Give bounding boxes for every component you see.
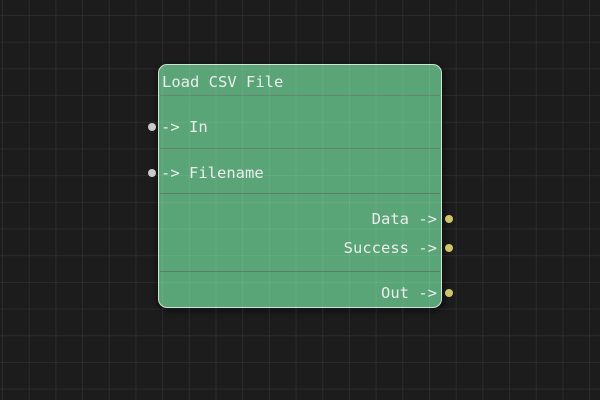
node-load-csv-file[interactable]: Load CSV File -> In -> Filename Data -> … [148,64,453,308]
output-label-success: Success -> [343,239,437,257]
input-port-in-icon[interactable] [148,123,156,131]
node-title: Load CSV File [162,73,284,91]
output-port-data-icon[interactable] [445,215,453,223]
separator-after-in [160,148,440,149]
output-port-success-icon[interactable] [445,244,453,252]
output-port-out-icon[interactable] [445,289,453,297]
separator-after-success [160,271,440,272]
input-label-in: -> In [161,118,208,136]
title-separator [160,95,440,96]
input-port-filename-icon[interactable] [148,169,156,177]
output-label-data: Data -> [371,210,437,228]
separator-after-filename [160,193,440,194]
output-label-out: Out -> [381,284,437,302]
input-label-filename: -> Filename [161,164,264,182]
